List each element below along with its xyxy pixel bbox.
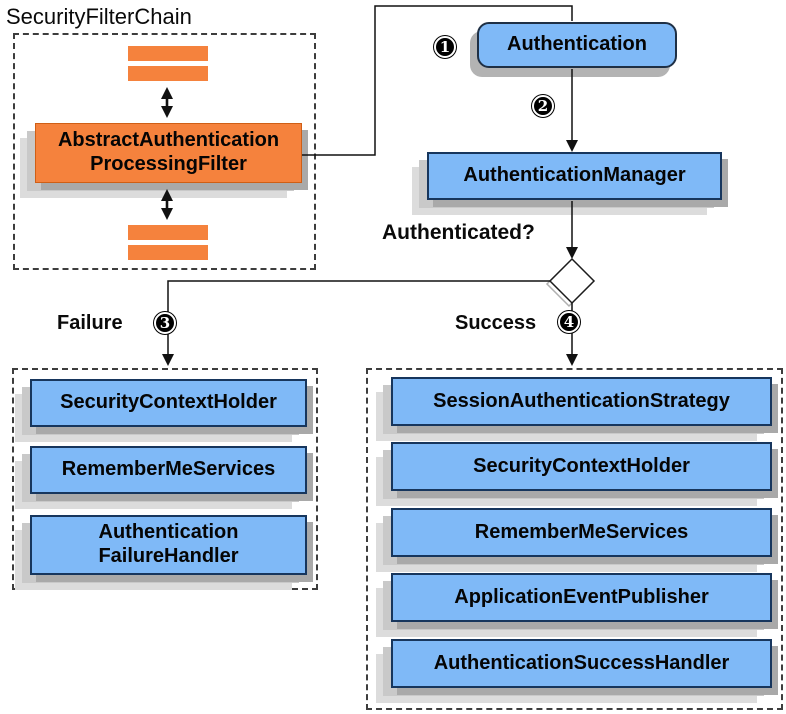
session-authentication-strategy-label: SessionAuthenticationStrategy <box>433 389 730 412</box>
abstract-authentication-processing-filter-label: AbstractAuthentication ProcessingFilter <box>57 129 280 175</box>
filter-bar <box>128 66 208 81</box>
authentication-label: Authentication <box>507 33 647 56</box>
success-label: Success <box>455 312 537 334</box>
step-2-badge: 2 <box>532 95 554 117</box>
success-handlers-group <box>366 368 783 710</box>
success-handler-node: SecurityContextHolder <box>391 442 772 491</box>
filter-bar <box>128 245 208 260</box>
decision-diamond-shadow <box>545 260 593 308</box>
failure-handler-node: RememberMeServices <box>30 446 307 494</box>
authenticated-question-label: Authenticated? <box>382 221 535 244</box>
authentication-failure-handler-label: Authentication FailureHandler <box>98 521 239 567</box>
decision-diamond <box>548 257 596 305</box>
failure-handler-node: Authentication FailureHandler <box>30 515 307 575</box>
step-1-badge: 1 <box>434 36 456 58</box>
filter-bar <box>128 46 208 61</box>
success-handler-node: SessionAuthenticationStrategy <box>391 377 772 426</box>
authentication-success-handler-label: AuthenticationSuccessHandler <box>433 651 730 674</box>
security-context-holder-label: SecurityContextHolder <box>473 454 690 477</box>
failure-handler-node: SecurityContextHolder <box>30 379 307 427</box>
failure-handlers-group <box>12 368 318 590</box>
application-event-publisher-label: ApplicationEventPublisher <box>454 585 709 608</box>
success-handler-node: AuthenticationSuccessHandler <box>391 639 772 688</box>
remember-me-services-label: RememberMeServices <box>474 520 689 543</box>
step-4-badge: 4 <box>558 311 580 333</box>
authentication-manager-node: AuthenticationManager <box>427 152 722 200</box>
step-3-badge: 3 <box>154 312 176 334</box>
success-handler-node: RememberMeServices <box>391 508 772 557</box>
authentication-node: Authentication <box>477 22 677 68</box>
security-filter-chain-label: SecurityFilterChain <box>6 4 192 29</box>
success-handler-node: ApplicationEventPublisher <box>391 573 772 622</box>
filter-bar <box>128 225 208 240</box>
authentication-manager-label: AuthenticationManager <box>463 164 686 187</box>
security-context-holder-label: SecurityContextHolder <box>60 391 277 414</box>
failure-label: Failure <box>57 312 123 334</box>
remember-me-services-label: RememberMeServices <box>61 458 276 481</box>
abstract-authentication-processing-filter-node: AbstractAuthentication ProcessingFilter <box>35 123 302 183</box>
